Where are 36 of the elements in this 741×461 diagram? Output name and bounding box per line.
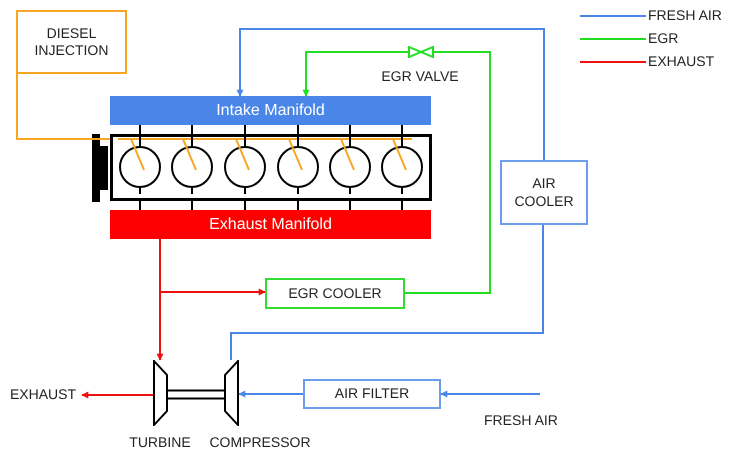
connector-line xyxy=(401,201,403,210)
intake-manifold-bar: Intake Manifold xyxy=(110,96,431,125)
connector-line xyxy=(297,201,299,210)
connector-line xyxy=(191,201,193,210)
legend-text: FRESH AIR xyxy=(648,6,722,25)
connector-line xyxy=(139,125,141,134)
inlet-label: FRESH AIR xyxy=(484,411,558,430)
component-label: COMPRESSOR xyxy=(208,433,312,452)
connector-line xyxy=(139,201,141,210)
component-label: TURBINE xyxy=(128,433,192,452)
connector-line xyxy=(230,225,544,360)
connector-line xyxy=(191,125,193,134)
component-label: EGR VALVE xyxy=(380,67,460,86)
cooler-box: AIR COOLER xyxy=(500,160,588,225)
exhaust-manifold-bar: Exhaust Manifold xyxy=(110,210,431,239)
flow-arrow xyxy=(236,28,545,160)
outlet-label: EXHAUST xyxy=(4,385,82,405)
flow-arrow xyxy=(440,390,540,398)
cooler-box: EGR COOLER xyxy=(265,278,405,309)
flow-arrow xyxy=(159,239,266,296)
connector-line xyxy=(244,201,246,210)
filter-box: AIR FILTER xyxy=(303,379,441,409)
connector-line xyxy=(405,51,491,294)
legend-text: EXHAUST xyxy=(648,52,714,71)
connector-line xyxy=(16,74,110,140)
shaft xyxy=(168,390,224,400)
connector-line xyxy=(297,125,299,134)
connector-line xyxy=(401,125,403,134)
flow-arrow xyxy=(302,51,408,97)
connector-line xyxy=(349,201,351,210)
connector-line xyxy=(244,125,246,134)
injection-box: DIESEL INJECTION xyxy=(16,10,127,74)
legend-text: EGR xyxy=(648,29,678,48)
connector-line xyxy=(349,125,351,134)
flow-arrow xyxy=(81,392,153,398)
flow-arrow xyxy=(238,390,303,398)
